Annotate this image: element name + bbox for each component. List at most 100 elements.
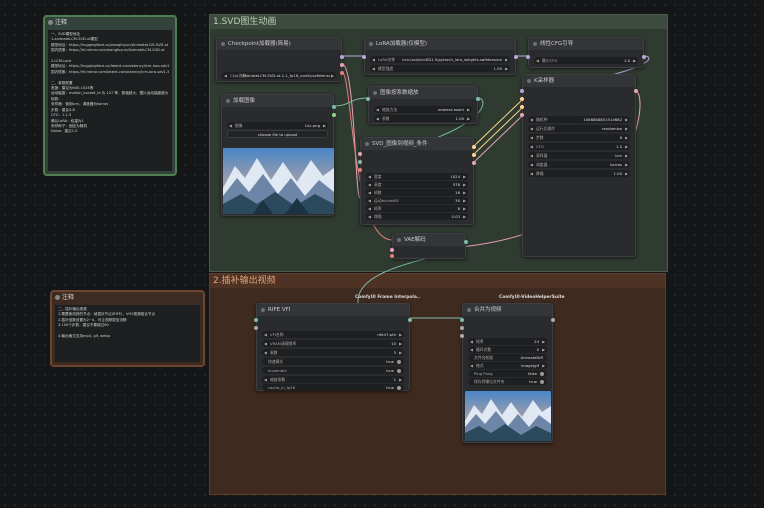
arrow-right-icon[interactable]: ▶ — [633, 58, 636, 63]
min-cfg-number[interactable]: ◀ 最小CFG 1.0 ▶ — [534, 57, 638, 64]
arrow-left-icon[interactable]: ◀ — [368, 214, 371, 219]
upload-button[interactable]: choose file to upload — [227, 130, 328, 138]
arrow-right-icon[interactable]: ▶ — [542, 339, 545, 344]
output-port-filenames[interactable] — [551, 318, 555, 322]
input-port-latent[interactable] — [520, 113, 524, 117]
output-port-negative[interactable] — [472, 153, 476, 157]
arrow-right-icon[interactable]: ▶ — [463, 214, 466, 219]
output-port-clip-vision[interactable] — [340, 63, 344, 67]
output-port-image[interactable] — [476, 97, 480, 101]
input-port-meta-batch[interactable] — [460, 334, 464, 338]
input-port-negative[interactable] — [520, 105, 524, 109]
arrow-right-icon[interactable]: ▶ — [399, 341, 402, 346]
node-rife-title[interactable]: RIFE VFI — [257, 304, 409, 316]
lora-strength-number[interactable]: ◀ 模型强度 1.00 ▶ — [370, 65, 510, 72]
toggle-dot-icon[interactable] — [397, 368, 401, 373]
arrow-right-icon[interactable]: ▶ — [625, 117, 628, 122]
upscale-method-combo[interactable]: ◀ 缩放方法 nearest-exact ▶ — [374, 106, 472, 113]
node-upscale-title[interactable]: 图像按系数缩放 — [369, 87, 477, 99]
arrow-right-icon[interactable]: ▶ — [463, 206, 466, 211]
toggle-dot-icon[interactable] — [540, 371, 544, 376]
input-port-positive[interactable] — [520, 97, 524, 101]
output-port-image[interactable] — [408, 318, 412, 322]
input-port-model[interactable] — [520, 89, 524, 93]
arrow-left-icon[interactable]: ◀ — [264, 332, 267, 337]
toggle-dot-icon[interactable] — [540, 379, 544, 384]
arrow-left-icon[interactable]: ◀ — [368, 190, 371, 195]
arrow-left-icon[interactable]: ◀ — [372, 66, 375, 71]
arrow-right-icon[interactable]: ▶ — [625, 144, 628, 149]
group-output-title[interactable]: 2.插补输出视频 — [210, 274, 665, 288]
note-interp-info[interactable]: 注释 二、插补输出视频 1.需要使用到的节点：帧插补节点(RIFE)，VHS视频… — [50, 290, 205, 367]
node-vae-decode[interactable]: VAE解码 — [390, 233, 468, 259]
arrow-right-icon[interactable]: ▶ — [505, 66, 508, 71]
input-port-clip-vision[interactable] — [358, 152, 362, 156]
arrow-right-icon[interactable]: ▶ — [463, 190, 466, 195]
arrow-right-icon[interactable]: ▶ — [399, 377, 402, 382]
node-lora-title[interactable]: LoRA加载器(仅模型) — [365, 38, 515, 50]
arrow-right-icon[interactable]: ▶ — [467, 107, 470, 112]
arrow-right-icon[interactable]: ▶ — [463, 174, 466, 179]
arrow-right-icon[interactable]: ▶ — [625, 171, 628, 176]
arrow-left-icon[interactable]: ◀ — [530, 126, 533, 131]
arrow-left-icon[interactable]: ◀ — [530, 117, 533, 122]
arrow-left-icon[interactable]: ◀ — [264, 350, 267, 355]
input-port-init-image[interactable] — [358, 160, 362, 164]
node-ksampler-title[interactable]: K采样器 — [523, 75, 635, 87]
input-port-samples[interactable] — [390, 248, 394, 252]
input-port-vae[interactable] — [358, 168, 362, 172]
input-port-image[interactable] — [366, 97, 370, 101]
group-svd-title[interactable]: 1.SVD图生动画 — [210, 15, 667, 29]
ckpt-name-combo[interactable]: ◀ Ckpt名称 AnimateLCM-SVD-xt-1.1_fp16_comf… — [222, 72, 336, 79]
image-combo[interactable]: ◀ 图像 14c.png ▶ — [227, 122, 328, 129]
arrow-right-icon[interactable]: ▶ — [542, 347, 545, 352]
node-checkpoint-loader[interactable]: Checkpoint加载器(简易) ◀ Ckpt名称 AnimateLCM-SV… — [216, 37, 344, 82]
arrow-left-icon[interactable]: ◀ — [470, 339, 473, 344]
toggle-dot-icon[interactable] — [397, 359, 401, 364]
arrow-left-icon[interactable]: ◀ — [224, 73, 227, 78]
arrow-left-icon[interactable]: ◀ — [530, 153, 533, 158]
node-video-combine-title[interactable]: 合并为视频 — [463, 304, 552, 316]
node-svd-title[interactable]: SVD_图像到视频_条件 — [361, 138, 473, 150]
lora-name-combo[interactable]: ◀ LoRA名称 lcm-lora/lcmSD1.5/pytorch_lora_… — [370, 56, 510, 63]
arrow-left-icon[interactable]: ◀ — [376, 116, 379, 121]
node-rife-vfi[interactable]: ComfyUI Frame Interpola.. RIFE VFI ◀VFI名… — [254, 295, 420, 391]
output-port-mask[interactable] — [332, 113, 336, 117]
arrow-left-icon[interactable]: ◀ — [530, 171, 533, 176]
arrow-left-icon[interactable]: ◀ — [368, 174, 371, 179]
input-port-optional[interactable] — [254, 326, 258, 330]
arrow-right-icon[interactable]: ▶ — [625, 162, 628, 167]
arrow-right-icon[interactable]: ▶ — [625, 126, 628, 131]
node-load-image-title[interactable]: 加载图像 — [222, 95, 333, 107]
node-load-image[interactable]: 加载图像 ◀ 图像 14c.png ▶ choose file to uploa… — [221, 94, 336, 216]
input-port-frames[interactable] — [254, 318, 258, 322]
node-lora-loader[interactable]: LoRA加载器(仅模型) ◀ LoRA名称 lcm-lora/lcmSD1.5/… — [362, 37, 518, 75]
output-port-model[interactable] — [340, 55, 344, 59]
arrow-right-icon[interactable]: ▶ — [467, 116, 470, 121]
arrow-right-icon[interactable]: ▶ — [463, 198, 466, 203]
input-port-images[interactable] — [460, 318, 464, 322]
arrow-left-icon[interactable]: ◀ — [530, 162, 533, 167]
arrow-right-icon[interactable]: ▶ — [505, 57, 508, 62]
arrow-left-icon[interactable]: ◀ — [229, 123, 232, 128]
output-port-model[interactable] — [514, 55, 518, 59]
output-port-positive[interactable] — [472, 145, 476, 149]
output-port-image[interactable] — [332, 105, 336, 109]
arrow-left-icon[interactable]: ◀ — [368, 206, 371, 211]
